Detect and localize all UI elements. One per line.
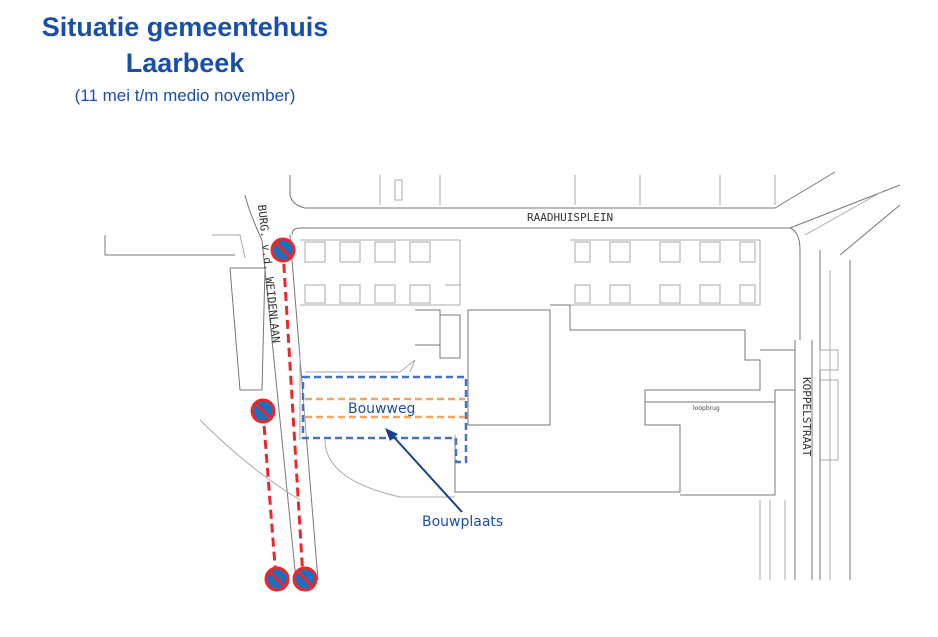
building-label-loopbrug: loopbrug	[693, 405, 720, 412]
street-label-burg-vd-weidenlaan: BURG. v.d. WEIDENLAAN	[255, 204, 282, 344]
no-parking-zone	[261, 249, 305, 579]
page-title-location: Laarbeek	[125, 48, 245, 78]
bouwweg-route	[305, 397, 465, 419]
no-parking-signs	[250, 237, 318, 592]
page-subtitle: (11 mei t/m medio november)	[74, 86, 296, 105]
bouwweg-label: Bouwweg	[348, 401, 415, 417]
street-label-koppelstraat: KOPPELSTRAAT	[800, 377, 813, 457]
street-label-raadhuisplein: RAADHUISPLEIN	[527, 211, 613, 224]
page-title: Situatie gemeentehuis	[41, 12, 329, 42]
bouwplaats-label: Bouwplaats	[422, 514, 503, 530]
no-parking-sign-icon	[250, 398, 276, 424]
bouwplaats-area	[301, 375, 468, 464]
bouwplaats-arrow	[385, 428, 463, 513]
no-parking-sign-icon	[270, 237, 296, 263]
no-parking-sign-icon	[264, 566, 290, 592]
no-parking-sign-icon	[292, 566, 318, 592]
